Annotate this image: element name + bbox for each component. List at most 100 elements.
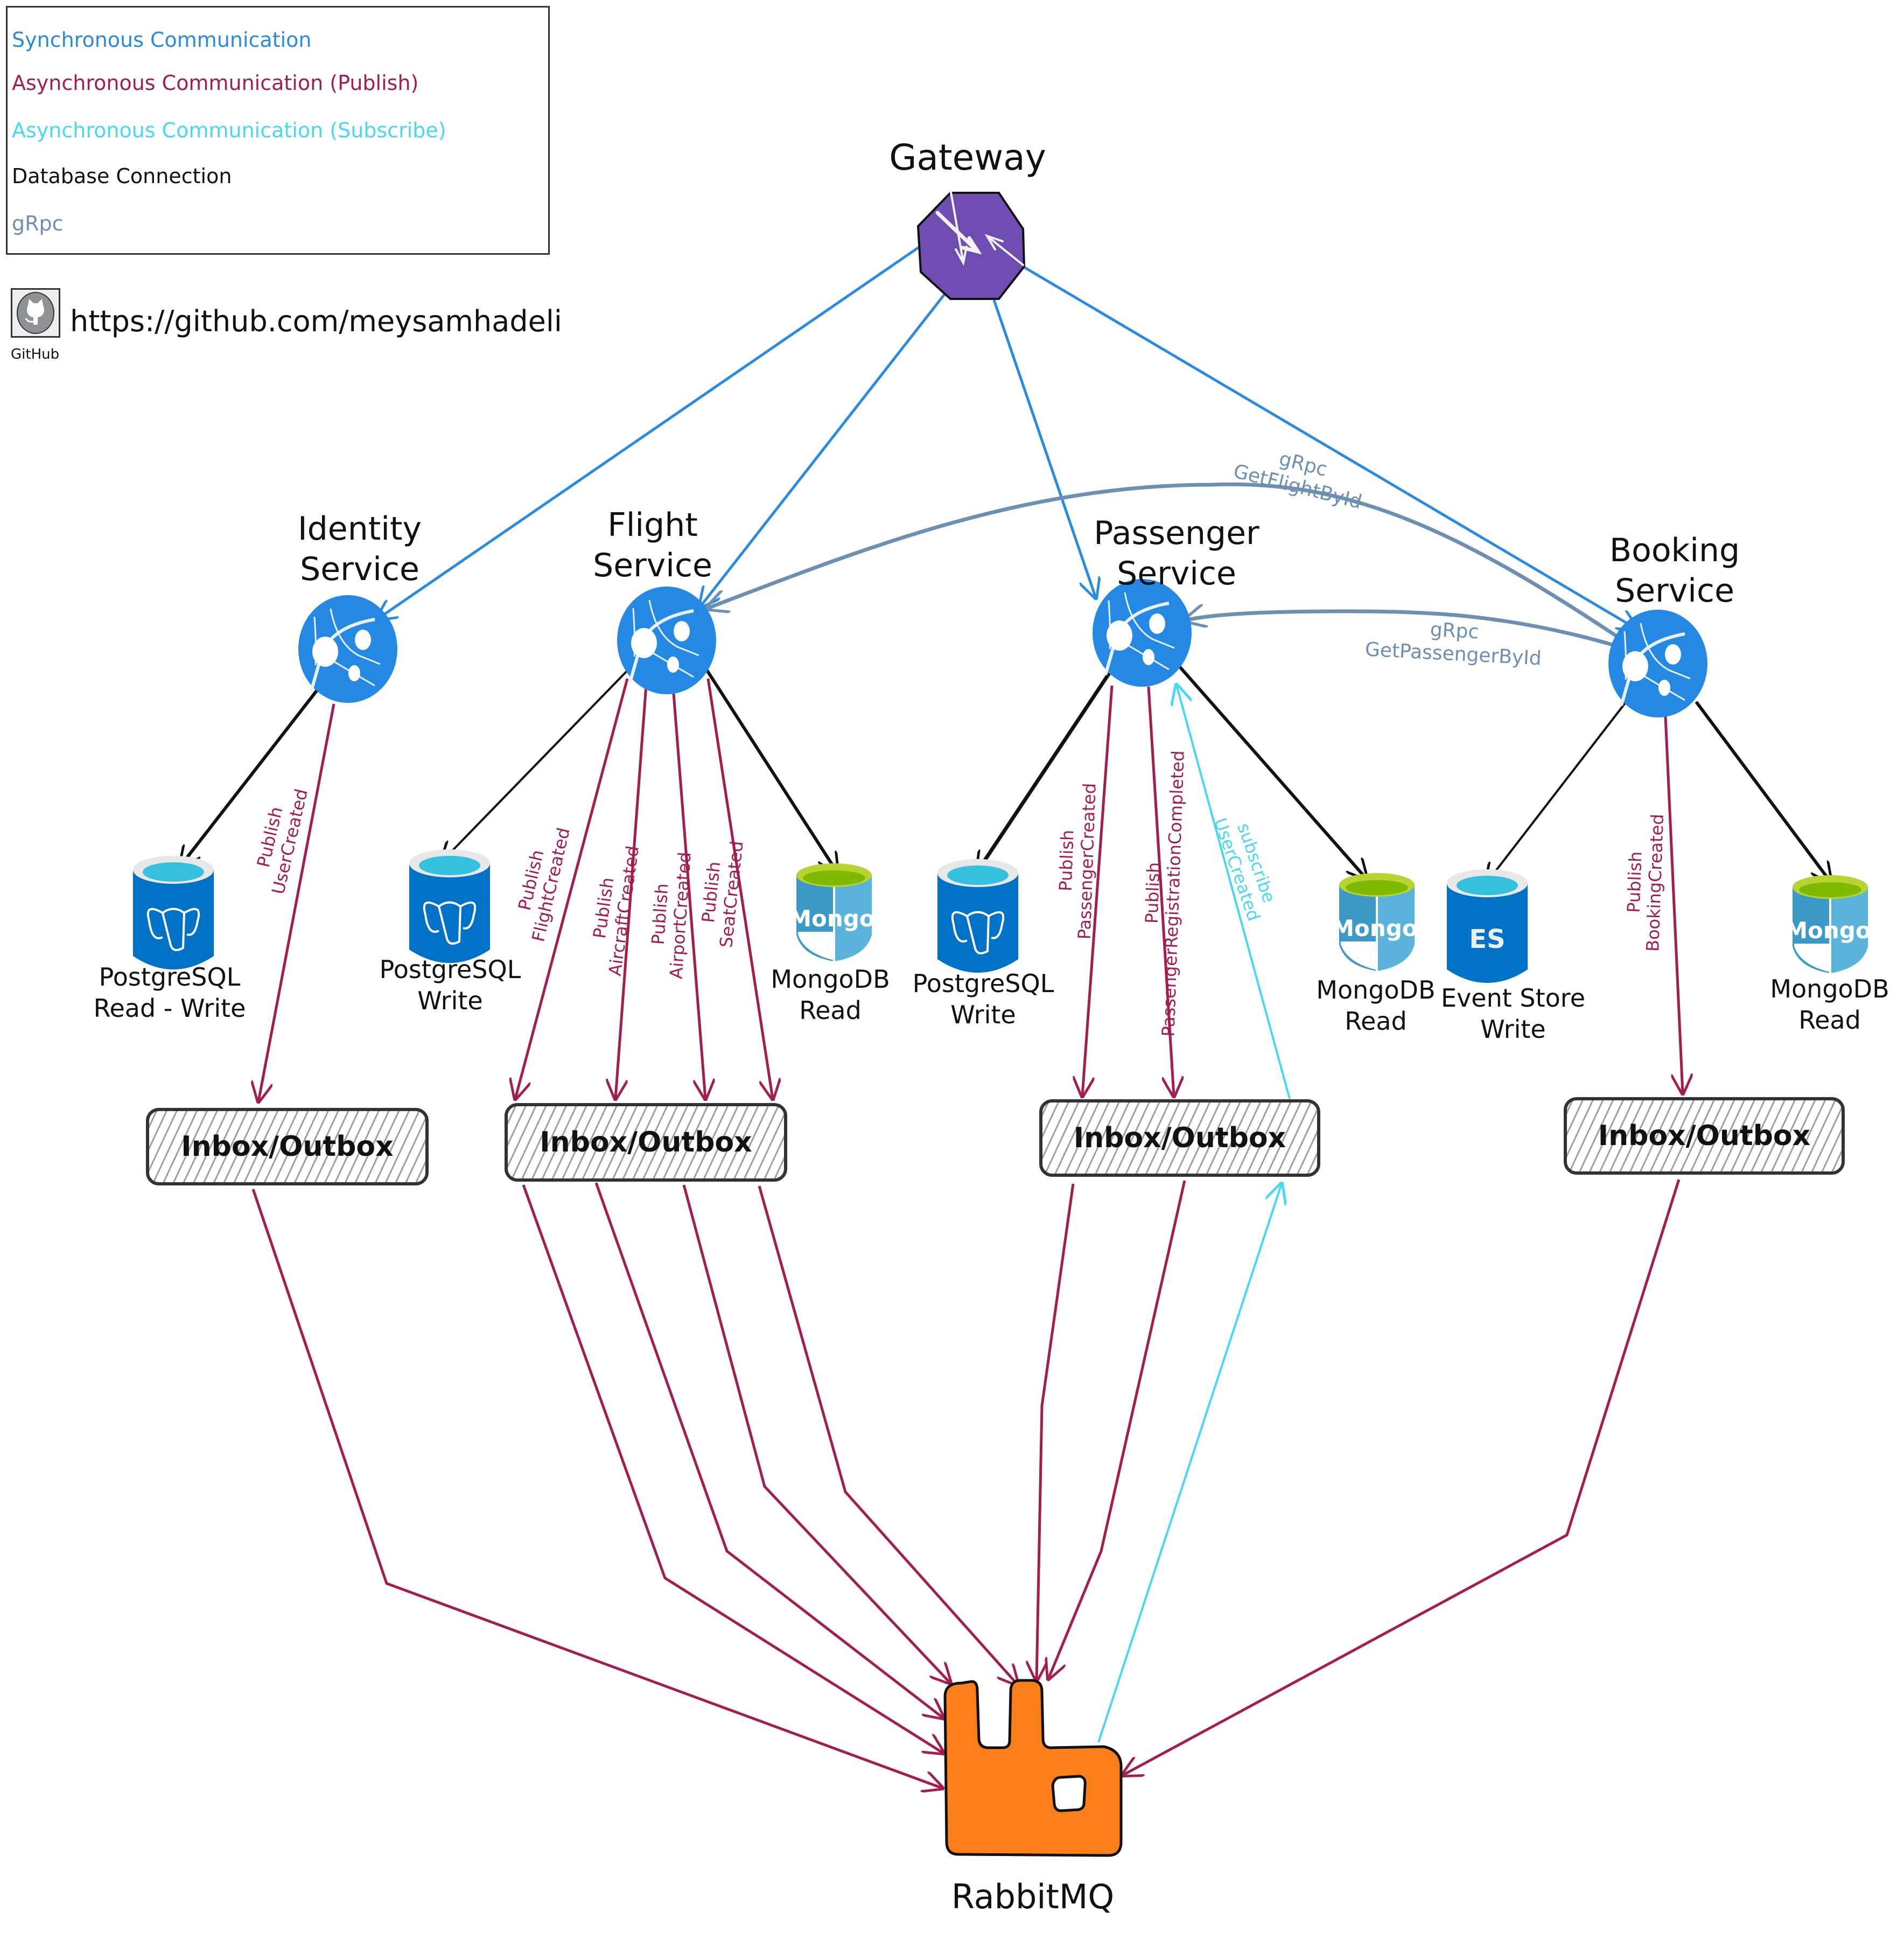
- subscribe-connections: [1097, 685, 1291, 1743]
- sync-edge-gateway-flight[interactable]: [700, 292, 947, 607]
- identity-service-title: Identity Service: [298, 509, 422, 590]
- service-icon-path: [1640, 623, 1691, 680]
- grpc-edge-booking-passenger[interactable]: [1185, 611, 1619, 648]
- passenger-service-node[interactable]: [1093, 579, 1192, 687]
- passenger-title-line2: Service: [1117, 555, 1236, 592]
- booking-title-line2: Service: [1615, 572, 1734, 610]
- cylinder-body: [1447, 883, 1528, 983]
- legend-subscribe-label: Asynchronous Communication (Subscribe): [12, 118, 446, 142]
- broker-edge-flight-1[interactable]: [522, 1184, 943, 1753]
- sync-edge-gateway-passenger[interactable]: [992, 299, 1096, 598]
- db-edge-booking-mongo[interactable]: [1695, 701, 1831, 882]
- identity-inbox-outbox[interactable]: Inbox/Outbox: [146, 1108, 429, 1185]
- cylinder-right: [1377, 885, 1415, 971]
- mongo-icon-text: Mongo: [1785, 917, 1871, 944]
- github-url[interactable]: https://github.com/meysamhadeli: [70, 304, 562, 338]
- legend: [6, 6, 550, 255]
- flight-inbox-outbox[interactable]: Inbox/Outbox: [505, 1103, 787, 1182]
- broker-edge-flight-2[interactable]: [594, 1182, 943, 1718]
- db-edge-booking-es[interactable]: [1486, 701, 1627, 883]
- subscribe-edge-outbox-passenger[interactable]: [1177, 685, 1291, 1099]
- booking-title-line1: Booking: [1609, 532, 1740, 569]
- publish-edge-passenger-registration[interactable]: [1147, 686, 1174, 1096]
- db-label-line2: Write: [950, 1000, 1016, 1029]
- publish-label-passenger-created: Publish PassengerCreated: [1053, 769, 1101, 953]
- publish-edge-flight-airport[interactable]: [671, 686, 705, 1099]
- cylinder-liquid: [947, 866, 1009, 885]
- booking-es-database[interactable]: ES: [1447, 869, 1528, 983]
- sync-edge-gateway-booking[interactable]: [1022, 265, 1637, 629]
- booking-service-node[interactable]: [1608, 610, 1707, 717]
- sync-edge-gateway-identity[interactable]: [377, 245, 921, 619]
- publish-to-broker: [251, 1179, 1681, 1788]
- broker-edge-identity[interactable]: [251, 1189, 942, 1788]
- publish-edge-flight-seat[interactable]: [706, 678, 773, 1099]
- mongo-icon-text: Mongo: [1332, 915, 1417, 941]
- db-label-line2: Read: [799, 995, 862, 1025]
- db-connections: [180, 665, 1831, 883]
- cylinder-highlight: [798, 932, 834, 960]
- cylinder-body: [409, 863, 490, 963]
- grpc-edge-booking-flight[interactable]: [706, 482, 1619, 639]
- service-icon: [298, 595, 397, 703]
- db-label-line1: MongoDB: [1770, 974, 1889, 1003]
- booking-mongo-database[interactable]: Mongo: [1785, 875, 1871, 973]
- passenger-mongo-database[interactable]: Mongo: [1332, 873, 1418, 971]
- identity-postgres-database[interactable]: [133, 856, 214, 969]
- broker-edge-flight-3[interactable]: [682, 1184, 950, 1683]
- postgres-elephant-icon: [423, 901, 477, 945]
- cylinder-right: [834, 875, 872, 961]
- passenger-postgres-label: PostgreSQL Write: [913, 968, 1054, 1030]
- identity-service-node[interactable]: [298, 595, 397, 703]
- db-label-line1: PostgreSQL: [99, 962, 241, 992]
- rabbitmq-node[interactable]: [943, 1679, 1123, 1857]
- booking-inbox-outbox[interactable]: Inbox/Outbox: [1564, 1097, 1845, 1175]
- publish-edge-flight-aircraft[interactable]: [615, 685, 648, 1099]
- event-store-icon-text: ES: [1469, 924, 1505, 954]
- sync-connections: [377, 245, 1637, 629]
- service-icon-node: [348, 665, 360, 681]
- flight-service-node[interactable]: [617, 587, 716, 694]
- cylinder-liquid: [1799, 882, 1861, 897]
- cylinder-body: [133, 870, 214, 969]
- passenger-inbox-outbox[interactable]: Inbox/Outbox: [1039, 1099, 1320, 1177]
- db-label-line1: PostgreSQL: [912, 969, 1054, 998]
- db-label-line2: Read: [1798, 1005, 1861, 1035]
- db-edge-identity-postgres[interactable]: [180, 688, 319, 866]
- service-icon-node: [312, 637, 338, 667]
- identity-postgres-label: PostgreSQL Read - Write: [94, 962, 246, 1024]
- broker-edge-passenger-1[interactable]: [1037, 1183, 1075, 1680]
- gateway-node[interactable]: [916, 191, 1026, 300]
- postgres-elephant-icon: [951, 911, 1005, 954]
- cylinder-liquid: [1346, 880, 1408, 895]
- service-icon: [1608, 610, 1707, 717]
- flight-postgres-database[interactable]: [409, 849, 490, 963]
- flight-mongo-database[interactable]: Mongo: [789, 863, 875, 961]
- identity-title-line1: Identity: [298, 510, 422, 548]
- publish-edge-booking[interactable]: [1664, 716, 1683, 1093]
- publish-edge-passenger-created[interactable]: [1082, 685, 1114, 1096]
- publish-edge-identity[interactable]: [258, 703, 335, 1101]
- passenger-postgres-database[interactable]: [937, 859, 1018, 973]
- github-caption: GitHub: [11, 346, 60, 362]
- cylinder-liquid: [419, 856, 480, 875]
- broker-edge-passenger-2[interactable]: [1048, 1180, 1186, 1679]
- cylinder-liquid: [143, 862, 204, 882]
- booking-service-title: Booking Service: [1609, 531, 1740, 611]
- subscribe-edge-broker-outbox[interactable]: [1097, 1184, 1282, 1743]
- broker-edge-flight-4[interactable]: [758, 1185, 1018, 1685]
- cylinder-right: [1830, 887, 1868, 973]
- db-edge-passenger-mongo[interactable]: [1178, 665, 1367, 879]
- passenger-mongo-label: MongoDB Read: [1316, 975, 1435, 1037]
- db-edge-passenger-postgres[interactable]: [977, 672, 1111, 871]
- inbox-outbox-label: Inbox/Outbox: [540, 1126, 752, 1159]
- legend-publish-label: Asynchronous Communication (Publish): [12, 71, 419, 95]
- publish-edge-flight-flight[interactable]: [515, 678, 629, 1099]
- mongo-icon-text: Mongo: [789, 905, 874, 932]
- broker-edge-booking[interactable]: [1123, 1179, 1681, 1775]
- db-edge-flight-mongo[interactable]: [704, 667, 837, 873]
- db-edge-flight-postgres[interactable]: [442, 667, 631, 862]
- rabbitmq-hole: [1051, 1775, 1087, 1812]
- db-label-line1: Event Store: [1441, 983, 1585, 1013]
